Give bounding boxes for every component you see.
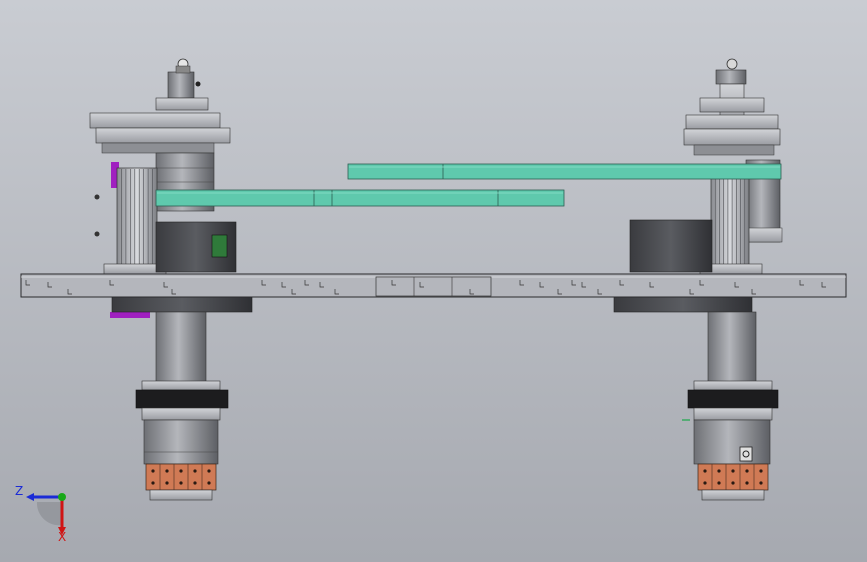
right-motor-block — [613, 219, 753, 313]
view-orientation-triad[interactable]: Z X — [12, 480, 82, 550]
left-linear-rail — [116, 167, 158, 267]
lower-conveyor-belt[interactable] — [155, 189, 565, 207]
right-lower-column — [707, 311, 757, 385]
left-terminal-ring — [145, 463, 217, 491]
left-top-knob — [167, 58, 201, 99]
x-axis-label: X — [58, 530, 67, 544]
right-linear-rail — [710, 167, 750, 267]
left-spindle-head — [135, 380, 229, 465]
triad-graphic — [26, 493, 66, 535]
left-lower-column — [155, 311, 207, 385]
right-spindle-head — [687, 380, 779, 465]
right-terminal-ring — [697, 463, 769, 491]
left-motor-block — [111, 221, 253, 313]
left-axis-module[interactable] — [89, 58, 253, 501]
main-support-beam[interactable] — [20, 273, 847, 298]
upper-conveyor-belt[interactable] — [347, 163, 782, 180]
z-axis-label: Z — [15, 484, 24, 498]
left-bracket-highlight — [110, 162, 150, 318]
